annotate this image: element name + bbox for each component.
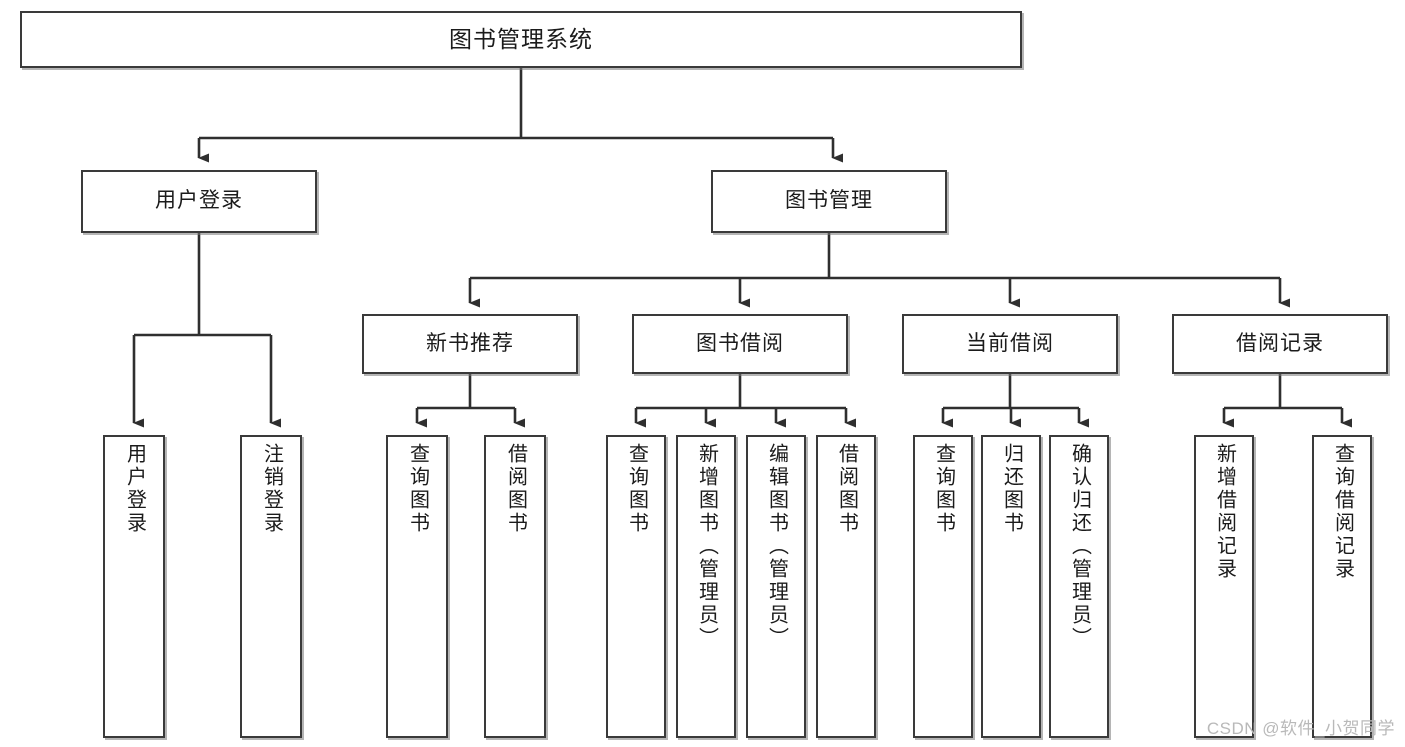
leaf-query-book-recommend[interactable]: 查询图书 [386,435,448,738]
leaf-borrow-book-label: 借阅图书 [835,443,858,535]
node-current-borrow-label: 当前借阅 [966,331,1054,355]
node-new-book-recommend[interactable]: 新书推荐 [362,314,578,374]
leaf-add-borrow-record-label: 新增借阅记录 [1213,443,1236,581]
node-borrow-record[interactable]: 借阅记录 [1172,314,1388,374]
leaf-query-book-current-label: 查询图书 [932,443,955,535]
node-book-management[interactable]: 图书管理 [711,170,947,233]
leaf-add-borrow-record[interactable]: 新增借阅记录 [1194,435,1254,738]
node-book-borrow[interactable]: 图书借阅 [632,314,848,374]
leaf-logout[interactable]: 注销登录 [240,435,302,738]
leaf-query-borrow-record[interactable]: 查询借阅记录 [1312,435,1372,738]
leaf-user-login-label: 用户登录 [123,443,146,535]
leaf-confirm-return-admin[interactable]: 确认归还（管理员） [1049,435,1109,738]
leaf-add-book-admin[interactable]: 新增图书（管理员） [676,435,736,738]
leaf-return-book-label: 归还图书 [1000,443,1023,535]
leaf-edit-book-admin[interactable]: 编辑图书（管理员） [746,435,806,738]
leaf-query-borrow-record-label: 查询借阅记录 [1331,443,1354,581]
leaf-query-book-borrow-label: 查询图书 [625,443,648,535]
node-current-borrow[interactable]: 当前借阅 [902,314,1118,374]
leaf-borrow-book-recommend-label: 借阅图书 [504,443,527,535]
leaf-confirm-return-admin-label: 确认归还（管理员） [1068,443,1091,650]
node-book-management-label: 图书管理 [785,189,873,213]
node-borrow-record-label: 借阅记录 [1236,331,1324,355]
leaf-return-book[interactable]: 归还图书 [981,435,1041,738]
node-root-label: 图书管理系统 [449,26,593,53]
node-new-book-recommend-label: 新书推荐 [426,331,514,355]
node-book-borrow-label: 图书借阅 [696,331,784,355]
leaf-borrow-book[interactable]: 借阅图书 [816,435,876,738]
leaf-query-book-borrow[interactable]: 查询图书 [606,435,666,738]
leaf-add-book-admin-label: 新增图书（管理员） [695,443,718,650]
leaf-borrow-book-recommend[interactable]: 借阅图书 [484,435,546,738]
leaf-logout-label: 注销登录 [260,443,283,535]
leaf-edit-book-admin-label: 编辑图书（管理员） [765,443,788,650]
leaf-query-book-recommend-label: 查询图书 [406,443,429,535]
leaf-query-book-current[interactable]: 查询图书 [913,435,973,738]
node-user-login-label: 用户登录 [155,189,243,213]
node-root[interactable]: 图书管理系统 [20,11,1022,68]
node-user-login[interactable]: 用户登录 [81,170,317,233]
watermark: CSDN @软件_小贺同学 [1206,719,1395,738]
leaf-user-login[interactable]: 用户登录 [103,435,165,738]
